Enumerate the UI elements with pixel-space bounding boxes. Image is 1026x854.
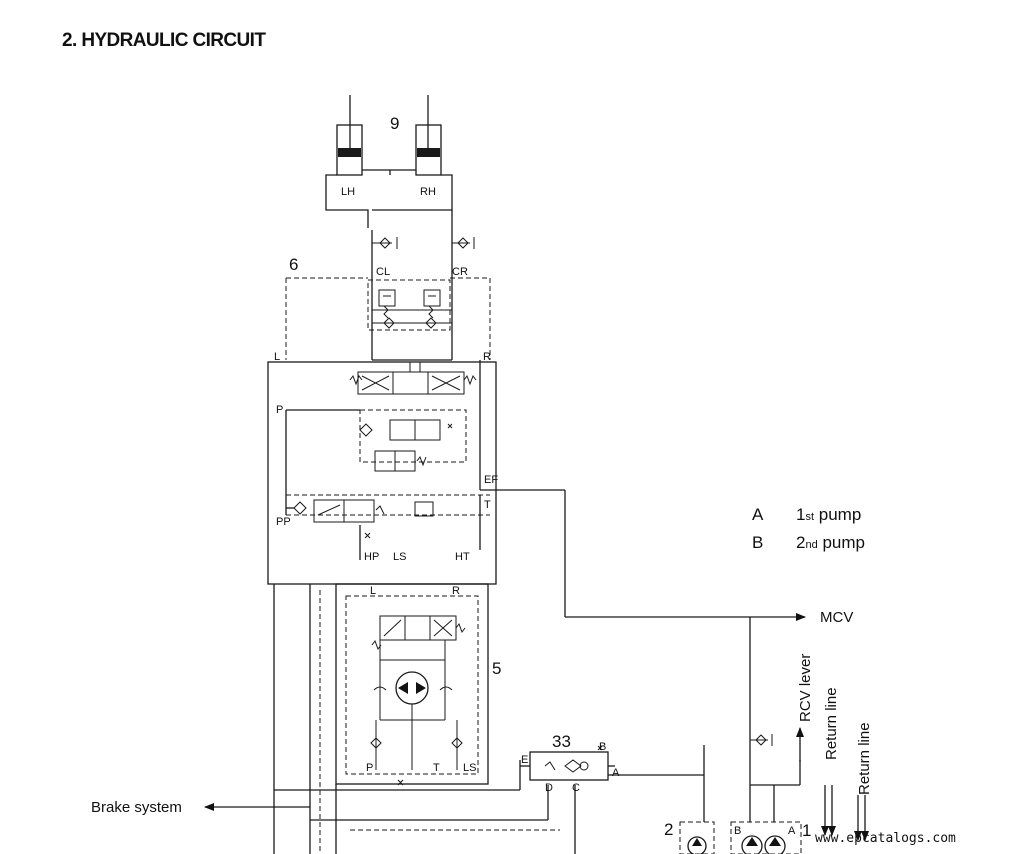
orbitrol-port-l-label: L [370, 585, 376, 597]
priority-valve-port-c-label: C [572, 782, 580, 794]
main-pump-port-a-label: A [788, 825, 796, 837]
legend-key-a: A [752, 505, 764, 524]
port-r-label: R [483, 351, 491, 363]
priority-valve-port-d-label: D [545, 782, 553, 794]
legend: A 1st pump B 2nd pump [752, 505, 865, 552]
cylinder-lh-label: LH [341, 186, 355, 198]
cushion-valve-outline [367, 279, 451, 331]
priority-valve-outline [529, 751, 609, 781]
orbitrol-number: 5 [492, 659, 501, 678]
main-pump-group [730, 821, 802, 854]
orbitrol-outline [335, 583, 489, 785]
port-ef-label: EF [484, 474, 498, 486]
port-ls-label: LS [393, 551, 406, 563]
cylinder-rh-label: RH [420, 186, 436, 198]
test-port-group [371, 210, 475, 360]
cushion-valve-number: 6 [289, 255, 298, 274]
legend-key-b: B [752, 533, 763, 552]
port-cr-label: CR [452, 266, 468, 278]
priority-valve-number: 33 [552, 732, 571, 751]
main-pump-port-b-label: B [734, 825, 741, 837]
piping-group [204, 490, 869, 854]
priority-valve-group [520, 745, 615, 781]
port-l-label: L [274, 351, 280, 363]
steering-cylinder-number: 9 [390, 114, 399, 133]
steering-cylinder-group [325, 95, 453, 228]
brake-system-label: Brake system [91, 799, 182, 816]
steering-unit-group [267, 359, 565, 585]
orbitrol-port-r-label: R [452, 585, 460, 597]
mcv-label: MCV [820, 609, 853, 626]
main-pump-number: 1 [802, 821, 811, 840]
orbitrol-port-ls-label: LS [463, 762, 476, 774]
port-pp-label: PP [276, 516, 291, 528]
port-hp-label: HP [364, 551, 379, 563]
legend-value-a: 1st pump [796, 505, 861, 524]
watermark: www.epcatalogs.com [815, 831, 956, 846]
brake-pump-group [679, 821, 715, 854]
port-t-label: T [484, 499, 491, 511]
orbitrol-port-p-label: P [366, 762, 373, 774]
orbitrol-group [335, 583, 489, 786]
page-title: 2. HYDRAULIC CIRCUIT [62, 30, 266, 51]
rcv-lever-label: RCV lever [797, 654, 814, 722]
port-cl-label: CL [376, 266, 390, 278]
legend-value-b: 2nd pump [796, 533, 865, 552]
return-line-label-1: Return line [823, 687, 840, 760]
orbitrol-port-t-label: T [433, 762, 440, 774]
steering-cylinder-rh [415, 124, 442, 176]
priority-valve-port-b-label: B [599, 741, 606, 753]
brake-pump-number: 2 [664, 820, 673, 839]
return-line-label-2: Return line [856, 722, 873, 795]
priority-valve-port-e-label: E [521, 754, 528, 766]
steering-cylinder-lh [336, 124, 363, 176]
cushion-valve-group [285, 277, 491, 360]
priority-valve-port-a-label: A [612, 767, 620, 779]
port-p-label: P [276, 404, 283, 416]
port-ht-label: HT [455, 551, 470, 563]
